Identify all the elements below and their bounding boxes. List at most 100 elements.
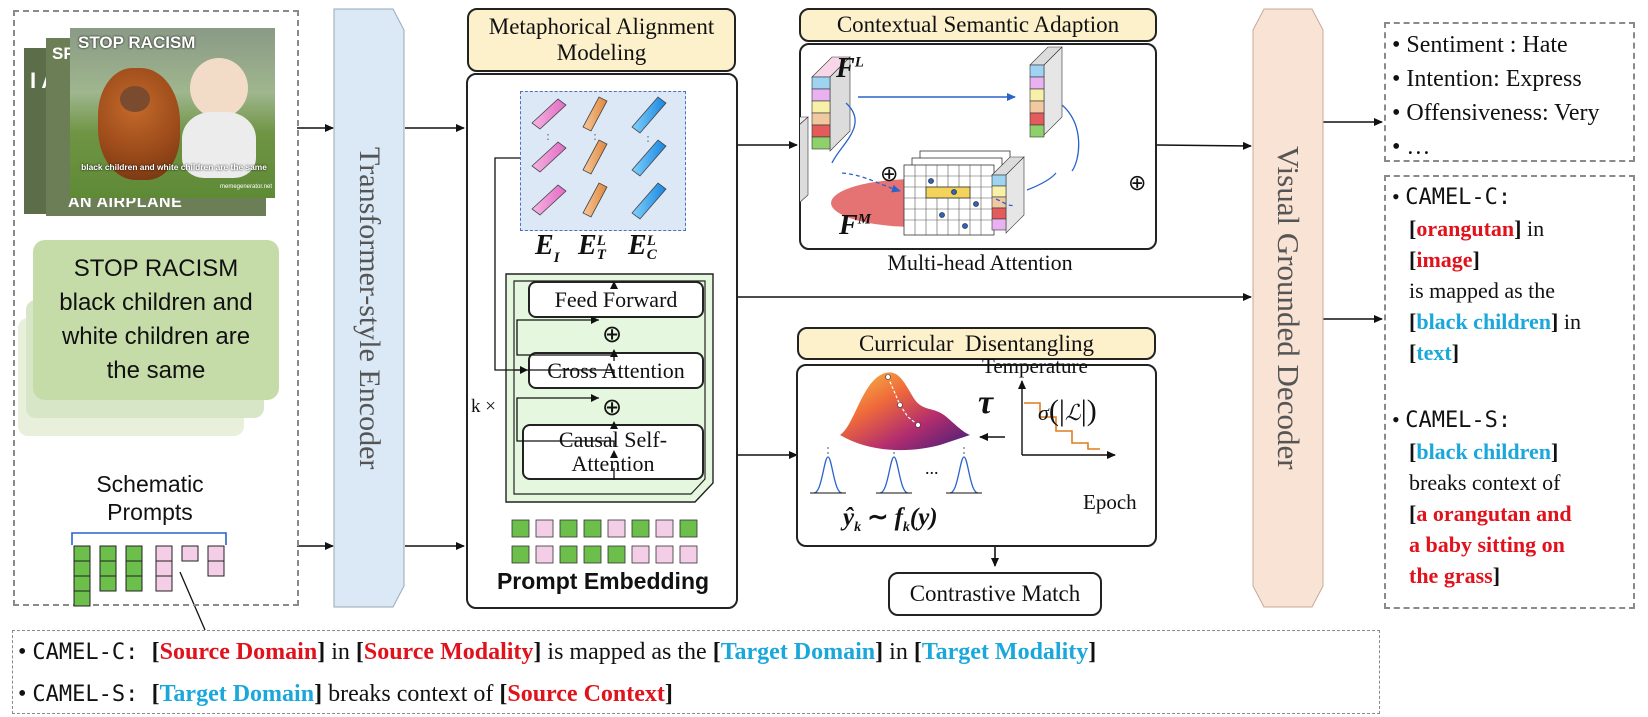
- encoder-label: Transformer-style Encoder: [353, 146, 386, 470]
- camel-c-name: CAMEL-C:: [1405, 185, 1512, 210]
- add-icon-cross: ⊕: [602, 322, 623, 348]
- output-attributes-panel: [1384, 22, 1635, 162]
- meme-caption-top: STOP RACISM: [78, 33, 196, 52]
- camel-s-line-3: breaks context of: [1409, 470, 1561, 495]
- camel-c-title: • CAMEL-C:: [1392, 181, 1581, 213]
- formula-arg: (y): [909, 504, 938, 531]
- embed-to-cross-path: [494, 157, 525, 371]
- fm-label: FM: [839, 210, 871, 242]
- fm-label-sup: M: [857, 211, 872, 228]
- bullet: •: [1392, 407, 1400, 432]
- camel-c-tgt-modality: text: [1416, 340, 1452, 365]
- template-c-name: CAMEL-C:: [32, 640, 152, 665]
- sigma-loss-label: σ(|ℒ|): [1038, 394, 1097, 427]
- template-c-source-modality: Source Modality: [363, 639, 534, 665]
- formula-sim: ∼: [867, 504, 889, 531]
- sampling-formula: ŷk ∼ fk(y): [843, 502, 938, 536]
- baby-body: [182, 112, 256, 178]
- mam-title-line-2: Modeling: [556, 40, 647, 65]
- template-c-in1: in: [325, 639, 356, 665]
- camel-s-line-2: [black children]: [1409, 439, 1559, 464]
- embed-label-ei: EI: [535, 230, 560, 266]
- meme-back-bottom-text: AN AIRPLANE: [68, 194, 183, 211]
- template-s-source-context: Source Context: [507, 681, 665, 707]
- bullet: •: [1392, 134, 1401, 160]
- formula-y: ŷ: [843, 504, 855, 531]
- prompt-bar-1: [73, 545, 91, 607]
- loss-trajectory: [887, 376, 919, 426]
- fm-to-attn-arrow: [841, 172, 901, 193]
- bullet: •: [1392, 184, 1400, 209]
- output-explanations: • CAMEL-C: [orangutan] in [image] is map…: [1392, 181, 1581, 591]
- meme-back-text-1: SP: [52, 44, 75, 63]
- distribution-curves: [813, 456, 979, 494]
- camel-c-line-2: [orangutan] in: [1409, 216, 1545, 241]
- csa-title: Contextual Semantic Adaption: [799, 8, 1157, 42]
- camel-s-title: • CAMEL-S:: [1392, 404, 1581, 436]
- camel-c-line-4: is mapped as the: [1409, 278, 1556, 303]
- prompt-bar-5: [181, 545, 199, 562]
- out-cube-bottom: [991, 156, 1025, 234]
- attr-offensiveness-label: Offensiveness: [1406, 100, 1542, 126]
- embed-column-image: [531, 98, 567, 216]
- prompt-templates-panel: [12, 630, 1380, 714]
- embed-column-text: [582, 96, 608, 218]
- embed-label-ei-sub: I: [553, 250, 560, 266]
- formula-y-sub: k: [854, 520, 862, 535]
- temperature-schedule: [1024, 402, 1100, 450]
- prompt-bar-4: [155, 545, 173, 592]
- decoder-shape: [1252, 8, 1324, 608]
- add-icon-self: ⊕: [602, 395, 623, 421]
- attr-ellipsis: …: [1406, 134, 1431, 160]
- camel-c-line-5: [black children] in: [1409, 309, 1581, 334]
- loss-symbol: ℒ: [1064, 400, 1081, 425]
- encoder-shape: [333, 8, 405, 608]
- camel-s-name: CAMEL-S:: [1405, 408, 1512, 433]
- contrastive-match-box: Contrastive Match: [888, 572, 1102, 616]
- bullet: •: [1392, 32, 1401, 58]
- prompts-title: Schematic Prompts: [70, 470, 230, 526]
- prompts-bracket: [71, 532, 227, 545]
- prompt-embedding-label: Prompt Embedding: [496, 568, 710, 594]
- camel-c-line-3: [image]: [1409, 247, 1480, 272]
- embed-label-ei-base: E: [535, 230, 554, 261]
- text-card-line-2: black children and: [59, 289, 253, 316]
- fm-cube: [800, 116, 809, 203]
- meme-image: STOP RACISM black children and white chi…: [70, 28, 275, 198]
- formula-f-sub: k: [902, 520, 910, 535]
- template-s-breaks: breaks context of: [322, 681, 500, 707]
- attr-intention-sep: :: [1493, 66, 1506, 92]
- meme-watermark: memegenerator.net: [220, 184, 273, 190]
- fm-label-base: F: [839, 210, 858, 241]
- attr-intention-value: Express: [1505, 66, 1582, 92]
- camel-c-tgt-domain: black children: [1416, 309, 1552, 334]
- attr-sentiment-label: Sentiment: [1406, 32, 1504, 58]
- output-attributes-list: • Sentiment : Hate • Intention: Express …: [1392, 28, 1600, 164]
- mam-title-line-1: Metaphorical Alignment: [488, 14, 715, 39]
- arrow-csa-decoder: [1156, 141, 1252, 150]
- cd-illustration: [810, 372, 1116, 494]
- temperature-plot: [1018, 380, 1116, 459]
- fl-label: FL: [836, 53, 864, 85]
- output-explanations-panel: [1384, 175, 1635, 609]
- prompt-embedding-grid: [511, 519, 698, 564]
- attr-offensiveness: • Offensiveness: Very: [1392, 96, 1600, 130]
- fl-label-sup: L: [854, 54, 864, 71]
- fl-curve: [831, 102, 856, 164]
- camel-s-src-context-1: a orangutan and: [1416, 501, 1572, 526]
- text-card-line-4: the same: [106, 357, 206, 384]
- embed-label-et-sup: L: [596, 232, 606, 249]
- causal-line-1: Causal Self-: [558, 427, 668, 452]
- camel-c-in2: in: [1558, 309, 1581, 334]
- template-c-target-domain: Target Domain: [720, 639, 876, 665]
- attr-sentiment-sep: :: [1503, 32, 1523, 58]
- template-c-target-modality: Target Modality: [921, 639, 1089, 665]
- camel-c-src-modality: image: [1416, 247, 1473, 272]
- csa-illustration: [800, 46, 1080, 236]
- orangutan-face: [120, 86, 150, 112]
- prompts-title-line-1: Schematic: [96, 471, 204, 497]
- prompt-bar-3: [125, 545, 143, 592]
- input-panel: [13, 10, 299, 606]
